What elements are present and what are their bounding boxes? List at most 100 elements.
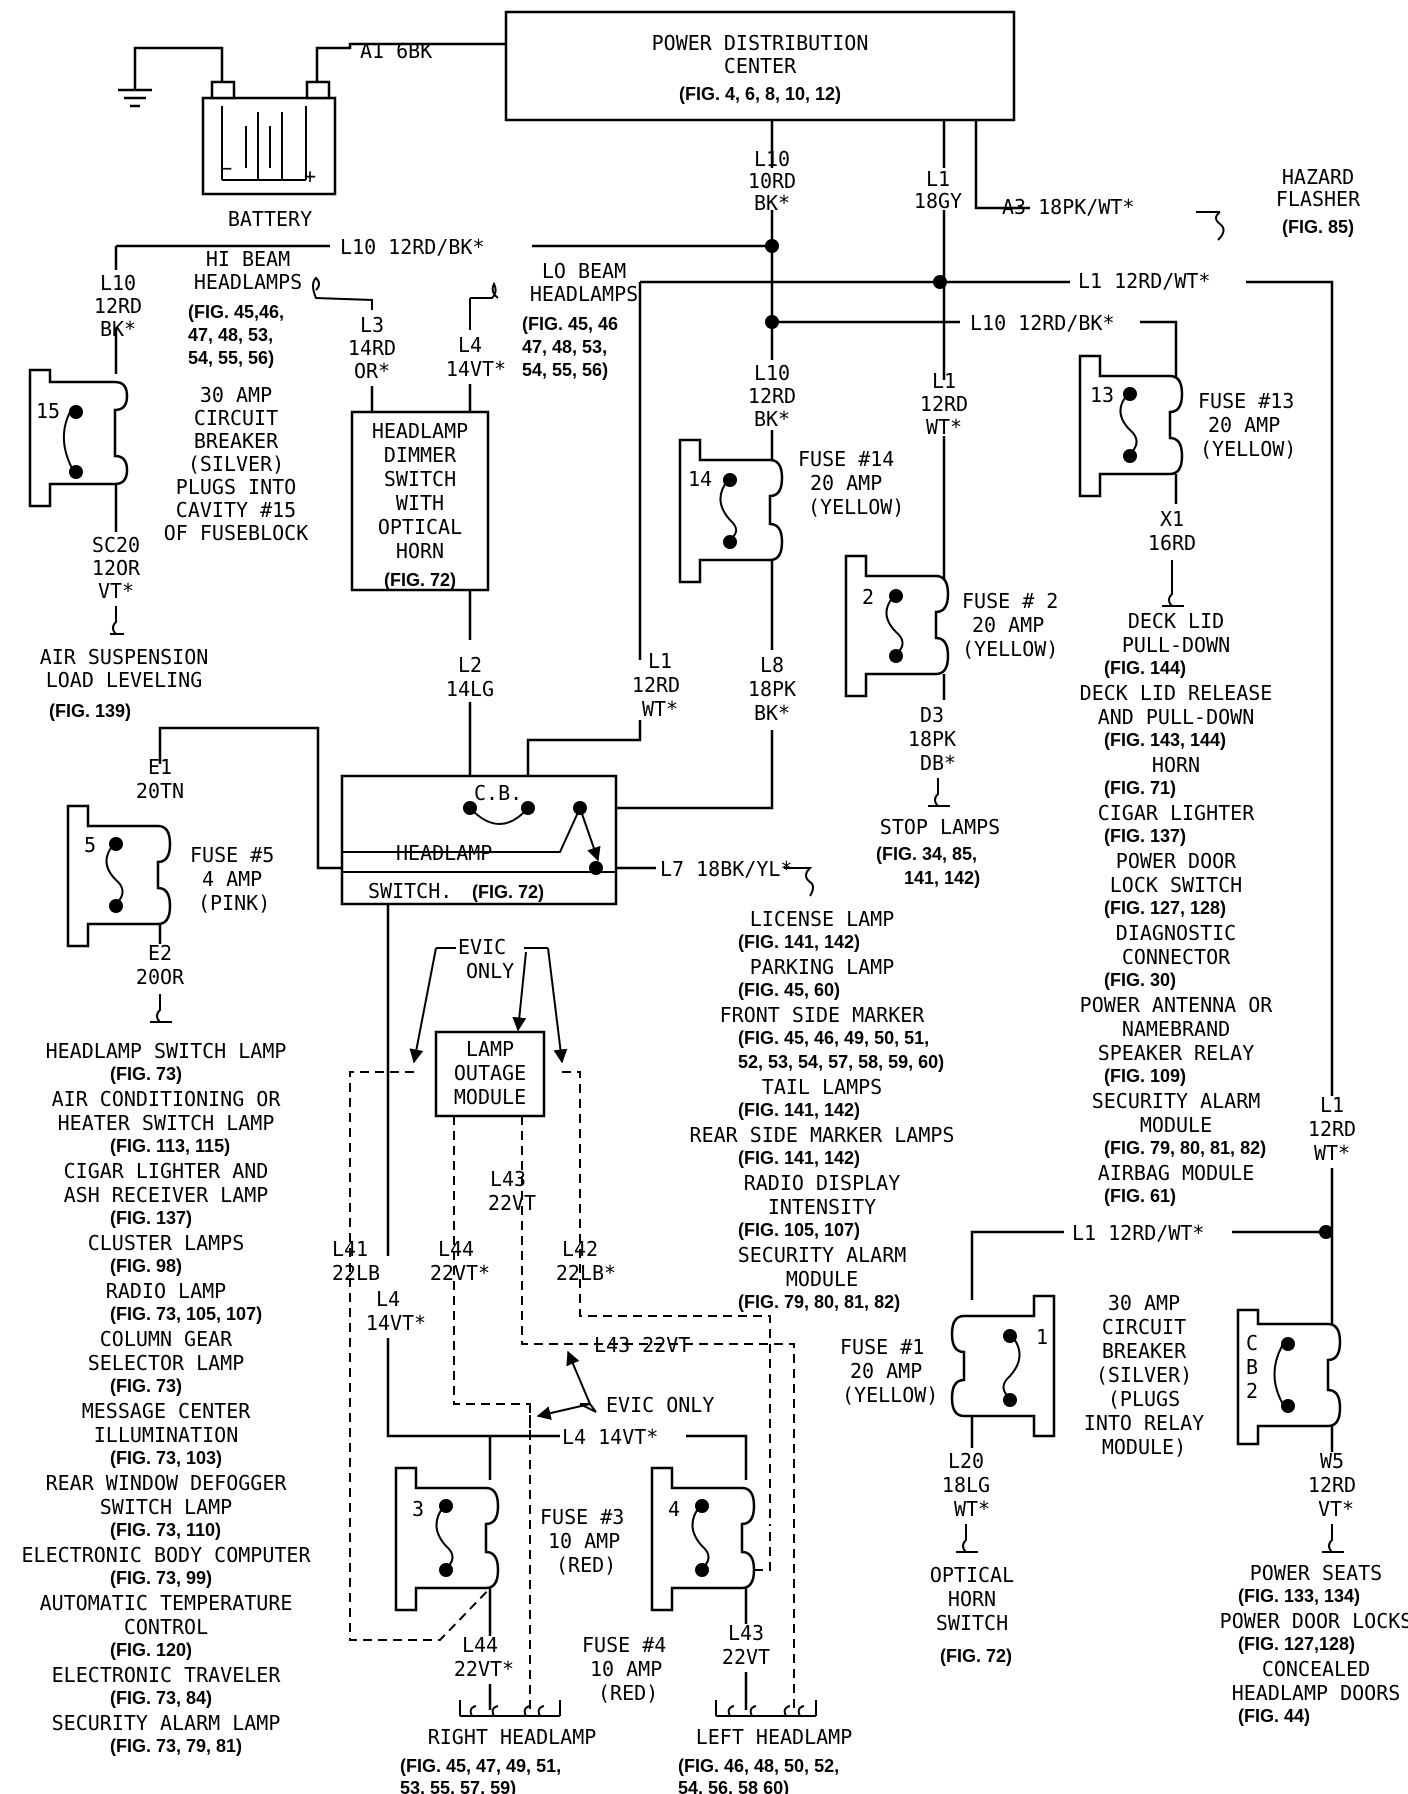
left-headlamp-fig-2: 54, 56, 58 60) [678, 1778, 789, 1794]
fuse14-line-2: 20 AMP [810, 471, 882, 495]
park-item-5-fig-0: (FIG. 105, 107) [738, 1220, 860, 1240]
wire-l3-2: 14RD [348, 336, 396, 360]
optical-1: OPTICAL [930, 1563, 1014, 1587]
seats-item-2-line-1: HEADLAMP DOORS [1232, 1681, 1401, 1705]
lo-beam-2: HEADLAMPS [530, 282, 638, 306]
hi-beam-fig-2: 47, 48, 53, [188, 325, 273, 345]
circuit-breaker-cb2: C B 2 [1236, 1308, 1342, 1446]
dimmer-4: WITH [396, 491, 444, 515]
fuse-13: 13 [1078, 354, 1184, 498]
stop-lamps: STOP LAMPS [880, 815, 1000, 839]
wire-l41-1: L41 [332, 1237, 368, 1261]
hi-beam-fig-1: (FIG. 45,46, [188, 302, 284, 322]
park-item-1-line-0: PARKING LAMP [750, 955, 895, 979]
fuse4-number: 4 [668, 1497, 680, 1521]
hswitch-cb: C.B. [474, 781, 522, 805]
wire-l8-2: 18PK [748, 677, 796, 701]
fuse2-line-2: 20 AMP [972, 613, 1044, 637]
wire-w5-1: W5 [1320, 1449, 1344, 1473]
outage-3: MODULE [454, 1085, 526, 1109]
dimmer-1: HEADLAMP [372, 419, 468, 443]
deck-item-1-line-1: AND PULL-DOWN [1098, 705, 1255, 729]
lo-beam-1: LO BEAM [542, 259, 626, 283]
park-item-3-fig-0: (FIG. 141, 142) [738, 1100, 860, 1120]
wire-l8-1: L8 [760, 653, 784, 677]
optical-2: HORN [948, 1587, 996, 1611]
cb2-description: 30 AMP CIRCUIT BREAKER (SILVER) (PLUGS I… [1084, 1291, 1204, 1459]
deck-item-1-fig-0: (FIG. 143, 144) [1104, 730, 1226, 750]
park-item-1-fig-0: (FIG. 45, 60) [738, 980, 840, 1000]
dimmer-3: SWITCH [384, 467, 456, 491]
wire-w5-3: VT* [1318, 1497, 1354, 1521]
wire-l10-top-3: BK* [754, 191, 790, 215]
headlamp-dimmer-switch: HEADLAMP DIMMER SWITCH WITH OPTICAL HORN… [350, 410, 490, 592]
stop-fig-2: 141, 142) [904, 868, 980, 888]
cb15-number: 15 [36, 399, 60, 423]
deck-item-2-line-0: HORN [1152, 753, 1200, 777]
cb2-letter-3: 2 [1246, 1379, 1258, 1403]
park-item-2-fig-1: 52, 53, 54, 57, 58, 59, 60) [738, 1052, 944, 1072]
left-headlamp: LEFT HEADLAMP [696, 1725, 853, 1749]
battery-plus: + [304, 164, 316, 188]
fuse2-number: 2 [862, 585, 874, 609]
cb2-line-1: 30 AMP [1108, 1291, 1180, 1315]
park-item-2-fig-0: (FIG. 45, 46, 49, 50, 51, [738, 1028, 929, 1048]
dash-item-8-line-0: ELECTRONIC BODY COMPUTER [22, 1543, 312, 1567]
right-headlamp-fig-1: (FIG. 45, 47, 49, 51, [400, 1756, 561, 1776]
cb2-line-4: (SILVER) [1096, 1363, 1192, 1387]
wire-l1-top-2: 18GY [914, 189, 962, 213]
battery-minus: − [220, 156, 232, 180]
wire-l10-f14-3: BK* [754, 407, 790, 431]
fuse3-number: 3 [412, 1497, 424, 1521]
fuse-14: 14 [678, 438, 784, 584]
wire-l1-rv-2: 12RD [1308, 1117, 1356, 1141]
wire-l1-right: L1 12RD/WT* [1078, 269, 1210, 293]
hi-beam-1: HI BEAM [206, 247, 290, 271]
fuse3-line-2: 10 AMP [548, 1529, 620, 1553]
deck-item-4-fig-0: (FIG. 127, 128) [1104, 898, 1226, 918]
wire-l43-h: L43 22VT [594, 1333, 690, 1357]
wire-l10-top-2: 10RD [748, 169, 796, 193]
dash-lamps-load-list: HEADLAMP SWITCH LAMP(FIG. 73)AIR CONDITI… [22, 1039, 312, 1756]
right-headlamp-fig-2: 53, 55, 57, 59) [400, 1778, 516, 1794]
dimmer-2: DIMMER [384, 443, 457, 467]
evic-only-low: EVIC ONLY [606, 1393, 714, 1417]
hswitch-fig: (FIG. 72) [472, 882, 544, 902]
wire-l10-top-1: L10 [754, 147, 790, 171]
wire-l10-f14-2: 12RD [748, 384, 796, 408]
fuse2-line-1: FUSE # 2 [962, 589, 1058, 613]
dash-item-6-line-1: ILLUMINATION [94, 1423, 239, 1447]
dash-item-6-line-0: MESSAGE CENTER [82, 1399, 252, 1423]
deck-item-8-line-0: AIRBAG MODULE [1098, 1161, 1255, 1185]
wire-l43-mid-2: 22VT [488, 1191, 536, 1215]
power-distribution-center: POWER DISTRIBUTION CENTER (FIG. 4, 6, 8,… [504, 10, 1016, 122]
fuse5-line-3: (PINK) [198, 891, 270, 915]
fuse14-line-3: (YELLOW) [808, 495, 904, 519]
wire-l1-hs-1: L1 [648, 649, 672, 673]
fuse1-line-2: 20 AMP [850, 1359, 922, 1383]
deck-item-5-fig-0: (FIG. 30) [1104, 970, 1176, 990]
dash-item-8-fig-0: (FIG. 73, 99) [110, 1568, 212, 1588]
wire-l4-h: L4 14VT* [562, 1425, 658, 1449]
wire-l20-1: L20 [948, 1449, 984, 1473]
air-suspension-2: LOAD LEVELING [46, 668, 203, 692]
right-headlamp: RIGHT HEADLAMP [428, 1725, 597, 1749]
fuse5-line-1: FUSE #5 [190, 843, 274, 867]
wire-e1-1: E1 [148, 755, 172, 779]
deck-item-5-line-1: CONNECTOR [1122, 945, 1231, 969]
dimmer-5: OPTICAL [378, 515, 462, 539]
wire-e1-2: 20TN [136, 779, 184, 803]
dash-item-10-fig-0: (FIG. 73, 84) [110, 1688, 212, 1708]
lamp-outage-module: LAMP OUTAGE MODULE [434, 1030, 546, 1118]
wire-l10-left-2: 12RD [94, 294, 142, 318]
fuse-3: 3 [394, 1466, 500, 1612]
cb2-letter-2: B [1246, 1355, 1258, 1379]
deck-item-2-fig-0: (FIG. 71) [1104, 778, 1176, 798]
dash-item-7-line-0: REAR WINDOW DEFOGGER [46, 1471, 288, 1495]
cb2-line-5: (PLUGS [1108, 1387, 1180, 1411]
cb15-description: 30 AMP CIRCUIT BREAKER (SILVER) PLUGS IN… [164, 383, 309, 545]
cb2-line-2: CIRCUIT [1102, 1315, 1186, 1339]
hazard-1: HAZARD [1282, 165, 1354, 189]
dash-item-2-fig-0: (FIG. 137) [110, 1208, 192, 1228]
